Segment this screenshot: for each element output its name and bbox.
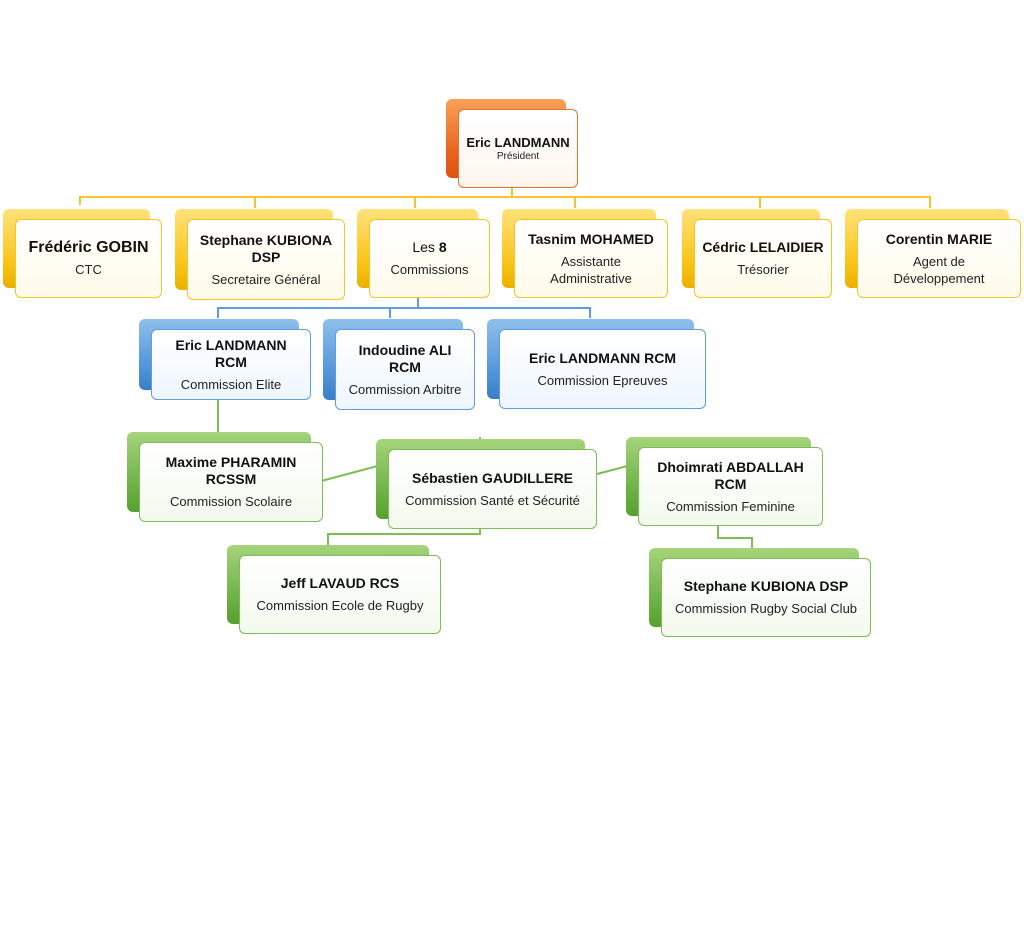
president-role: Président (496, 150, 540, 162)
node-lelaidier: Cédric LELAIDIER Trésorier (682, 209, 832, 298)
node-les-8-commissions: Les 8 Commissions (357, 209, 490, 298)
commission-name: Dhoimrati ABDALLAH RCM (657, 458, 804, 492)
connector-les8-commissions (217, 296, 591, 318)
board-role: Trésorier (737, 262, 789, 277)
node-gobin: Frédéric GOBIN CTC (3, 209, 162, 298)
board-role: CTC (75, 262, 102, 277)
node-commission-feminine: Dhoimrati ABDALLAH RCM Commission Femini… (626, 437, 823, 526)
president-name: Eric LANDMANN (466, 134, 570, 150)
connector-president-board (79, 187, 931, 208)
commission-name: Jeff LAVAUD RCS (280, 575, 400, 591)
node-commission-ecole-rugby: Jeff LAVAUD RCS Commission Ecole de Rugb… (227, 545, 441, 634)
commission-role: Commission Ecole de Rugby (256, 598, 424, 613)
commission-role: Commission Arbitre (348, 381, 462, 397)
board-name: Tasnim MOHAMED (528, 230, 654, 247)
board-role: Secretaire Général (211, 271, 321, 287)
commission-name: Eric LANDMANN RCM (175, 336, 287, 370)
connector-feminine-social (717, 525, 753, 548)
board-role: Commissions (390, 262, 469, 277)
commission-name: Stephane KUBIONA DSP (683, 578, 849, 594)
node-commission-sante: Sébastien GAUDILLERE Commission Santé et… (376, 439, 597, 529)
board-name: Corentin MARIE (885, 230, 993, 247)
node-president: Eric LANDMANN Président (446, 99, 578, 188)
node-card: Eric LANDMANN Président (458, 109, 578, 188)
commission-name: Maxime PHARAMIN RCSSM (165, 454, 297, 487)
board-role: Agent de Développement (893, 253, 985, 286)
board-name: Les 8 (412, 239, 447, 255)
node-commission-arbitre: Indoudine ALI RCM Commission Arbitre (323, 319, 475, 410)
node-commission-scolaire: Maxime PHARAMIN RCSSM Commission Scolair… (127, 432, 323, 522)
board-name: Stephane KUBIONA DSP (199, 231, 333, 265)
node-commission-epreuves: Eric LANDMANN RCM Commission Epreuves (487, 319, 706, 409)
commission-name: Sébastien GAUDILLERE (411, 469, 574, 486)
board-name: Cédric LELAIDIER (702, 239, 824, 255)
commission-role: Commission Rugby Social Club (674, 601, 858, 616)
commission-role: Commission Epreuves (537, 372, 668, 388)
node-kubiona-secretaire: Stephane KUBIONA DSP Secretaire Général (175, 209, 345, 300)
commission-name: Eric LANDMANN RCM (529, 349, 676, 366)
node-marie: Corentin MARIE Agent de Développement (845, 209, 1021, 298)
commission-name: Indoudine ALI RCM (358, 341, 452, 375)
node-mohamed: Tasnim MOHAMED Assistante Administrative (502, 209, 668, 298)
node-commission-elite: Eric LANDMANN RCM Commission Elite (139, 319, 311, 400)
commission-role: Commission Santé et Sécurité (405, 492, 580, 508)
commission-role: Commission Feminine (666, 498, 795, 514)
commission-role: Commission Elite (180, 376, 282, 392)
node-commission-rugby-social: Stephane KUBIONA DSP Commission Rugby So… (649, 548, 871, 637)
board-role: Assistante Administrative (550, 253, 632, 286)
board-name: Frédéric GOBIN (28, 239, 149, 256)
commission-role: Commission Scolaire (169, 494, 293, 509)
